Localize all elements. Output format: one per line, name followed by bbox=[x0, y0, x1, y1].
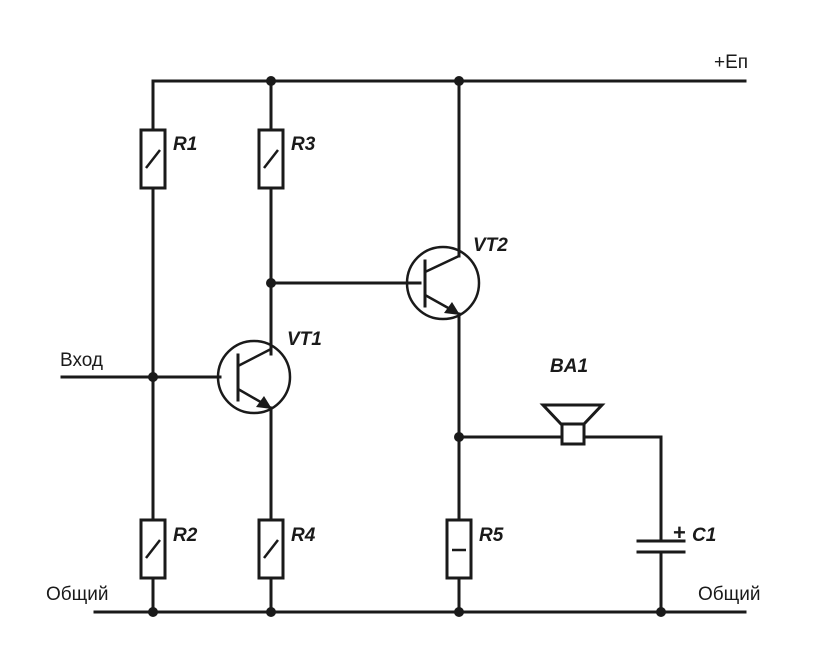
supply-label: +Еп bbox=[714, 52, 748, 73]
ground-label-right: Общий bbox=[698, 584, 761, 605]
supply-rail bbox=[151, 79, 747, 132]
transistor-vt2 bbox=[405, 245, 481, 321]
vt1-label: VT1 bbox=[287, 329, 322, 350]
r4-label: R4 bbox=[291, 525, 316, 546]
speaker-ba1 bbox=[539, 403, 606, 446]
r3-label: R3 bbox=[291, 134, 316, 155]
resistor-r5 bbox=[445, 518, 473, 580]
r5-label: R5 bbox=[479, 525, 504, 546]
resistor-r4 bbox=[257, 518, 285, 580]
c1-polarity-label: + bbox=[673, 520, 686, 545]
resistor-r3 bbox=[257, 128, 285, 190]
ba1-label: BA1 bbox=[550, 356, 588, 377]
resistor-r1 bbox=[139, 128, 167, 190]
r1-label: R1 bbox=[173, 134, 197, 155]
transistor-vt1 bbox=[216, 339, 292, 415]
resistor-r2 bbox=[139, 518, 167, 580]
r2-label: R2 bbox=[173, 525, 198, 546]
junction-dots bbox=[148, 76, 666, 617]
ground-label-left: Общий bbox=[46, 584, 109, 605]
vt2-label: VT2 bbox=[473, 235, 508, 256]
input-label: Вход bbox=[60, 350, 103, 371]
c1-label: C1 bbox=[692, 525, 716, 546]
